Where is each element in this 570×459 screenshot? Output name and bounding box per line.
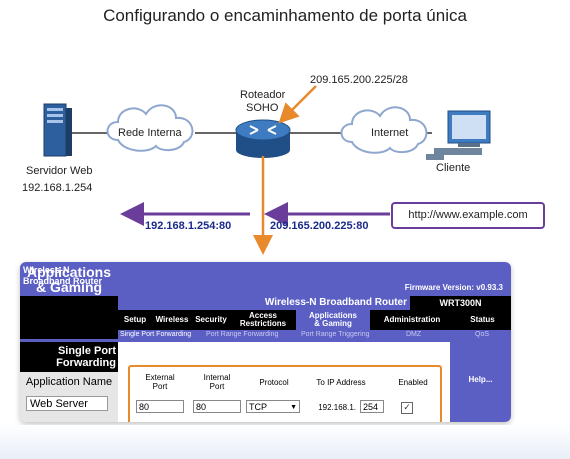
highlight-box [128, 365, 442, 422]
nav-wireless[interactable]: Wireless [155, 315, 189, 324]
router-label-line2: SOHO [246, 102, 279, 114]
slide-title: Configurando o encaminhamento de porta ú… [103, 6, 467, 25]
help-panel [450, 342, 511, 422]
ip-last-octet-input[interactable]: 254 [360, 400, 384, 413]
internal-port-input[interactable]: 80 [193, 400, 241, 413]
brand-bar: Wireless-N Broadband Router [118, 296, 410, 310]
external-port-input[interactable]: 80 [136, 400, 184, 413]
lan-cloud-icon [106, 104, 194, 152]
web-server-ip: 192.168.1.254 [22, 182, 93, 194]
public-ip-pointer [278, 85, 317, 124]
enabled-header: Enabled [398, 378, 428, 387]
internet-cloud-label: Internet [371, 127, 409, 139]
web-server-icon [43, 103, 72, 157]
lan-cloud-label: Rede Interna [118, 127, 182, 139]
client-pc-icon [426, 110, 491, 160]
router-icon [235, 119, 291, 158]
network-diagram [43, 85, 491, 255]
external-target-label: 209.165.200.225:80 [270, 220, 369, 232]
nav-status[interactable]: Status [470, 315, 495, 324]
public-ip-label: 209.165.200.225/28 [310, 74, 408, 86]
router-header [20, 262, 511, 296]
subnav-range-triggering[interactable]: Port Range Triggering [301, 331, 370, 338]
section-title-block [20, 296, 118, 342]
request-url-box: http://www.example.com [391, 202, 545, 229]
product-name: Wireless-N Broadband Router [23, 265, 103, 286]
protocol-header: Protocol [259, 378, 289, 387]
nav-administration[interactable]: Administration [383, 315, 441, 324]
internal-target-label: 192.168.1.254:80 [145, 220, 232, 232]
router-config-panel: Wireless-N Broadband Router Firmware Ver… [20, 262, 511, 422]
application-name-input[interactable]: Web Server [26, 396, 108, 411]
chevron-down-icon: ▼ [290, 404, 297, 411]
router-label-line1: Roteador [240, 89, 286, 101]
protocol-select[interactable]: TCP ▼ [246, 400, 300, 413]
page-footer-fade [0, 425, 570, 459]
nav-security[interactable]: Security [195, 315, 227, 324]
subnav-port-range[interactable]: Port Range Forwarding [206, 331, 279, 338]
page-title: Single Port Forwarding [56, 345, 116, 369]
internet-cloud-icon [340, 106, 428, 154]
firmware-version: Firmware Version: v0.93.3 [404, 283, 503, 292]
help-link[interactable]: Help... [468, 375, 493, 384]
to-ip-header: To IP Address [316, 378, 366, 387]
model-badge: WRT300N [410, 296, 511, 310]
section-title: Applications & Gaming [26, 264, 111, 295]
application-name-header: Application Name [25, 376, 113, 388]
checkmark-icon: ✓ [403, 402, 411, 412]
subnav-qos[interactable]: QoS [475, 331, 490, 338]
nav-setup[interactable]: Setup [123, 315, 147, 324]
enabled-checkbox[interactable]: ✓ [401, 402, 413, 414]
subnav-dmz[interactable]: DMZ [406, 331, 422, 338]
protocol-value: TCP [249, 402, 267, 412]
ip-prefix: 192.168.1. [318, 403, 356, 412]
subnav-single-port[interactable]: Single Port Forwarding [120, 331, 192, 338]
web-server-label: Servidor Web [26, 165, 93, 177]
page-title-block [20, 342, 118, 372]
divider-band [20, 339, 511, 342]
sub-nav: Single Port Forwarding Port Range Forwar… [118, 330, 511, 339]
client-label: Cliente [436, 162, 471, 174]
nav-applications-gaming[interactable]: Applications& Gaming [296, 310, 370, 330]
